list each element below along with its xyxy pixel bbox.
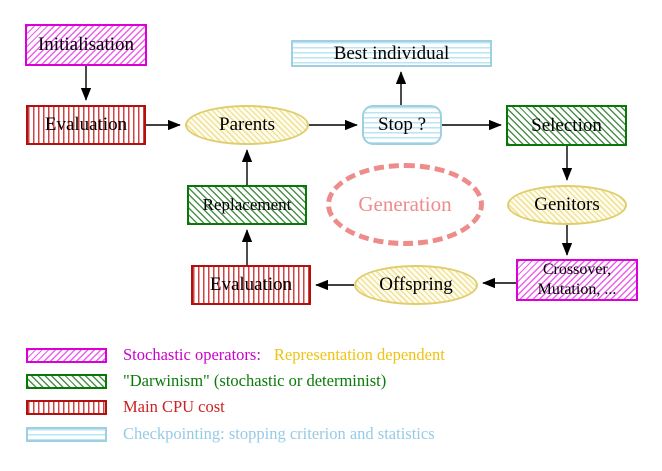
node-label-line2: Mutation, ... bbox=[537, 281, 617, 298]
node-parents: Parents bbox=[185, 105, 309, 145]
node-initialisation: Initialisation bbox=[25, 24, 147, 66]
node-evaluation-top: Evaluation bbox=[26, 105, 146, 145]
node-label: Parents bbox=[219, 114, 275, 135]
legend-swatch-stochastic bbox=[26, 347, 107, 363]
legend-label-representation: Representation dependent bbox=[273, 345, 445, 364]
legend-label-darwinism: "Darwinism" (stochastic or determinist) bbox=[123, 371, 387, 390]
node-label: Offspring bbox=[379, 274, 453, 295]
node-label: Stop ? bbox=[377, 114, 427, 135]
legend-swatch-checkpointing bbox=[26, 426, 107, 442]
node-label: Evaluation bbox=[209, 274, 293, 295]
node-label: Initialisation bbox=[37, 34, 135, 55]
node-label-line1: Crossover, bbox=[542, 261, 612, 279]
node-stop: Stop ? bbox=[362, 105, 442, 145]
legend-row-checkpointing: Checkpointing: stopping criterion and st… bbox=[26, 424, 435, 444]
node-label: Best individual bbox=[333, 42, 450, 64]
legend-swatch-darwinism bbox=[26, 373, 107, 389]
node-offspring: Offspring bbox=[354, 265, 478, 305]
node-replacement: Replacement bbox=[187, 185, 307, 225]
node-label: Selection bbox=[531, 114, 602, 136]
node-selection: Selection bbox=[506, 105, 627, 146]
legend-swatch-cpu-cost bbox=[26, 399, 107, 415]
legend-label-checkpointing: Checkpointing: stopping criterion and st… bbox=[123, 424, 435, 443]
legend-row-darwinism: "Darwinism" (stochastic or determinist) bbox=[26, 371, 386, 391]
node-label: Generation bbox=[358, 192, 452, 216]
node-crossover-mutation: Crossover, Mutation, ... bbox=[516, 259, 638, 301]
node-generation: Generation bbox=[326, 163, 484, 246]
legend-row-stochastic: Stochastic operators: Representation dep… bbox=[26, 345, 445, 365]
node-label: Replacement bbox=[202, 195, 292, 214]
node-evaluation-bottom: Evaluation bbox=[191, 265, 311, 305]
legend-label-stochastic: Stochastic operators: bbox=[123, 345, 261, 364]
node-best-individual: Best individual bbox=[291, 40, 492, 67]
legend-label-cpu-cost: Main CPU cost bbox=[123, 397, 225, 416]
node-genitors: Genitors bbox=[507, 185, 627, 225]
node-label: Evaluation bbox=[44, 114, 128, 135]
node-label: Genitors bbox=[534, 194, 600, 215]
legend-row-cpu-cost: Main CPU cost bbox=[26, 397, 225, 417]
